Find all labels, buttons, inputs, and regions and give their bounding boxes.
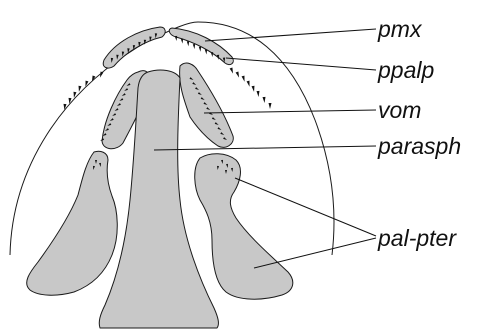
tooth	[79, 86, 82, 92]
leader-line-vom	[204, 110, 376, 113]
tooth	[100, 71, 103, 77]
tooth	[193, 44, 195, 49]
label-pal-pter: pal-pter	[377, 225, 457, 251]
tooth	[263, 97, 266, 103]
tooth	[230, 67, 233, 73]
label-ppalp: ppalp	[377, 57, 434, 83]
label-parasph: parasph	[377, 133, 461, 159]
tooth	[187, 41, 189, 46]
leader-line-pal-pter-lower	[254, 238, 376, 268]
tooth	[242, 76, 245, 82]
tooth	[269, 103, 272, 109]
tooth	[247, 81, 250, 87]
leader-line-ppalp	[226, 58, 376, 70]
palatopterygoid-right	[195, 154, 293, 299]
label-vom: vom	[378, 97, 421, 123]
tooth	[257, 91, 260, 97]
tooth	[181, 39, 183, 44]
palatal-teeth-right	[230, 67, 272, 109]
tooth	[175, 36, 177, 41]
palatopterygoid-left	[27, 151, 118, 295]
tooth	[199, 47, 201, 52]
tooth	[205, 49, 207, 54]
tooth	[252, 86, 255, 92]
vomer-right	[180, 63, 234, 147]
tooth	[236, 71, 239, 77]
label-pmx: pmx	[377, 16, 423, 42]
leader-line-pmx	[205, 29, 376, 41]
tooth	[211, 52, 213, 57]
leader-line-pal-pter-upper	[235, 178, 376, 236]
leader-line-parasph	[154, 146, 376, 150]
